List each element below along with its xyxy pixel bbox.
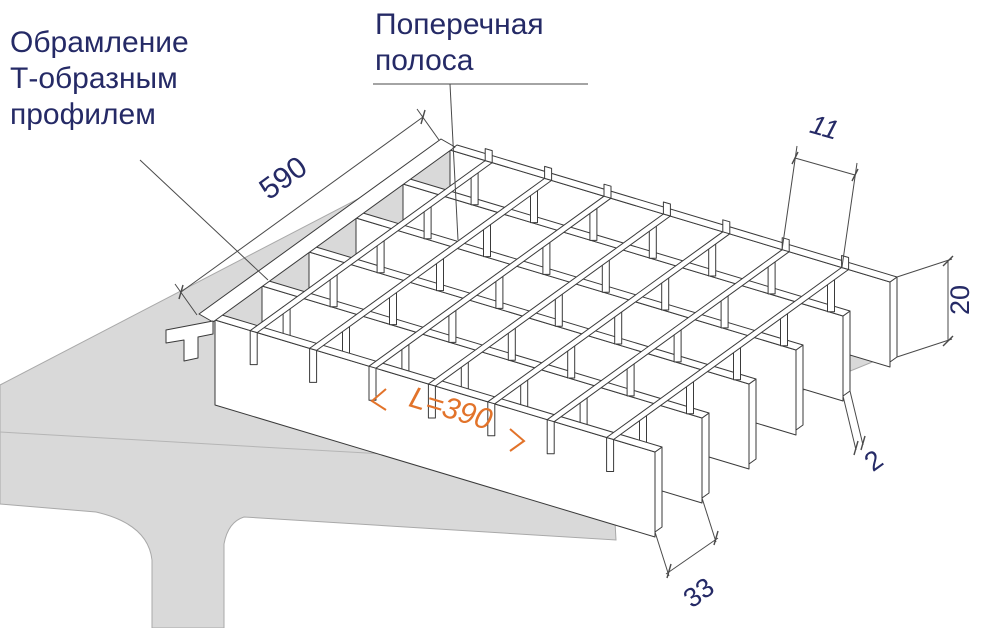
dimension-line — [794, 157, 856, 176]
extension-line — [896, 338, 953, 358]
framing-label-line2: Т-образным — [10, 62, 178, 95]
cross-bar-back-tab — [544, 165, 553, 181]
dim-tick — [860, 435, 866, 451]
cross-bar-back-tab — [484, 148, 493, 164]
length-close-chevron — [509, 428, 526, 452]
dim-tick — [942, 335, 954, 347]
dim-590: 590 — [253, 150, 313, 206]
dimension-line — [180, 116, 424, 293]
dim-tick — [666, 563, 672, 579]
edge-frame-profile — [165, 320, 214, 362]
dim-20-group: 20 — [896, 255, 975, 358]
extension-line — [781, 145, 798, 251]
extension-line — [174, 283, 198, 316]
grating — [165, 138, 898, 538]
dim-tick — [178, 284, 184, 300]
dim-2-group: 2 — [842, 390, 889, 477]
extension-line — [842, 395, 857, 451]
dim-33-group: 33 — [654, 497, 720, 614]
dim-33: 33 — [678, 572, 720, 614]
dim-tick — [713, 530, 719, 546]
dim-tick — [853, 440, 859, 456]
extension-line — [416, 108, 440, 141]
cross-bar-front-tab — [249, 330, 258, 366]
crossbar-label-line2: полоса — [375, 44, 474, 77]
cross-bar-back-tab — [603, 183, 612, 199]
framing-label-line1: Обрамление — [10, 26, 189, 59]
dim-2: 2 — [859, 444, 889, 477]
cross-bar-front-tab — [546, 419, 555, 455]
framing-leader-line — [139, 159, 269, 281]
dim-tick — [942, 255, 954, 267]
dim-tick — [420, 109, 426, 125]
cross-bar-front-tab — [309, 347, 318, 383]
labels: Обрамление Т-образным профилем Поперечна… — [10, 8, 588, 281]
crossbar-leader-line — [449, 83, 459, 241]
cross-bar-front-tab — [368, 365, 377, 401]
bearing-bar-end — [748, 378, 757, 465]
extension-line — [896, 258, 953, 278]
bearing-bar-end — [889, 276, 898, 363]
dim-20: 20 — [945, 285, 975, 315]
extension-line — [654, 531, 670, 577]
dim-tick — [851, 168, 859, 182]
extension-line — [849, 390, 864, 446]
cross-bar-back-tab — [722, 219, 731, 235]
extension-line — [841, 162, 858, 268]
bearing-bar-end — [795, 344, 804, 431]
dimension-line — [665, 537, 719, 575]
extension-line — [701, 497, 717, 543]
bearing-bar-end — [654, 446, 663, 533]
framing-label-line3: профилем — [10, 98, 156, 131]
bearing-bar-end — [842, 310, 851, 397]
dim-11-group: 11 — [781, 109, 859, 268]
bearing-bar-end — [701, 412, 710, 499]
length-open-chevron — [370, 388, 387, 411]
edge-frame-flange — [198, 138, 456, 323]
cross-bar-back-tab — [662, 201, 671, 217]
cross-bar-back-tab — [781, 237, 790, 253]
dim-11: 11 — [807, 109, 842, 146]
crossbar-label-line1: Поперечная — [375, 8, 544, 41]
cross-bar-front-tab — [606, 437, 615, 472]
dim-tick — [791, 151, 799, 165]
